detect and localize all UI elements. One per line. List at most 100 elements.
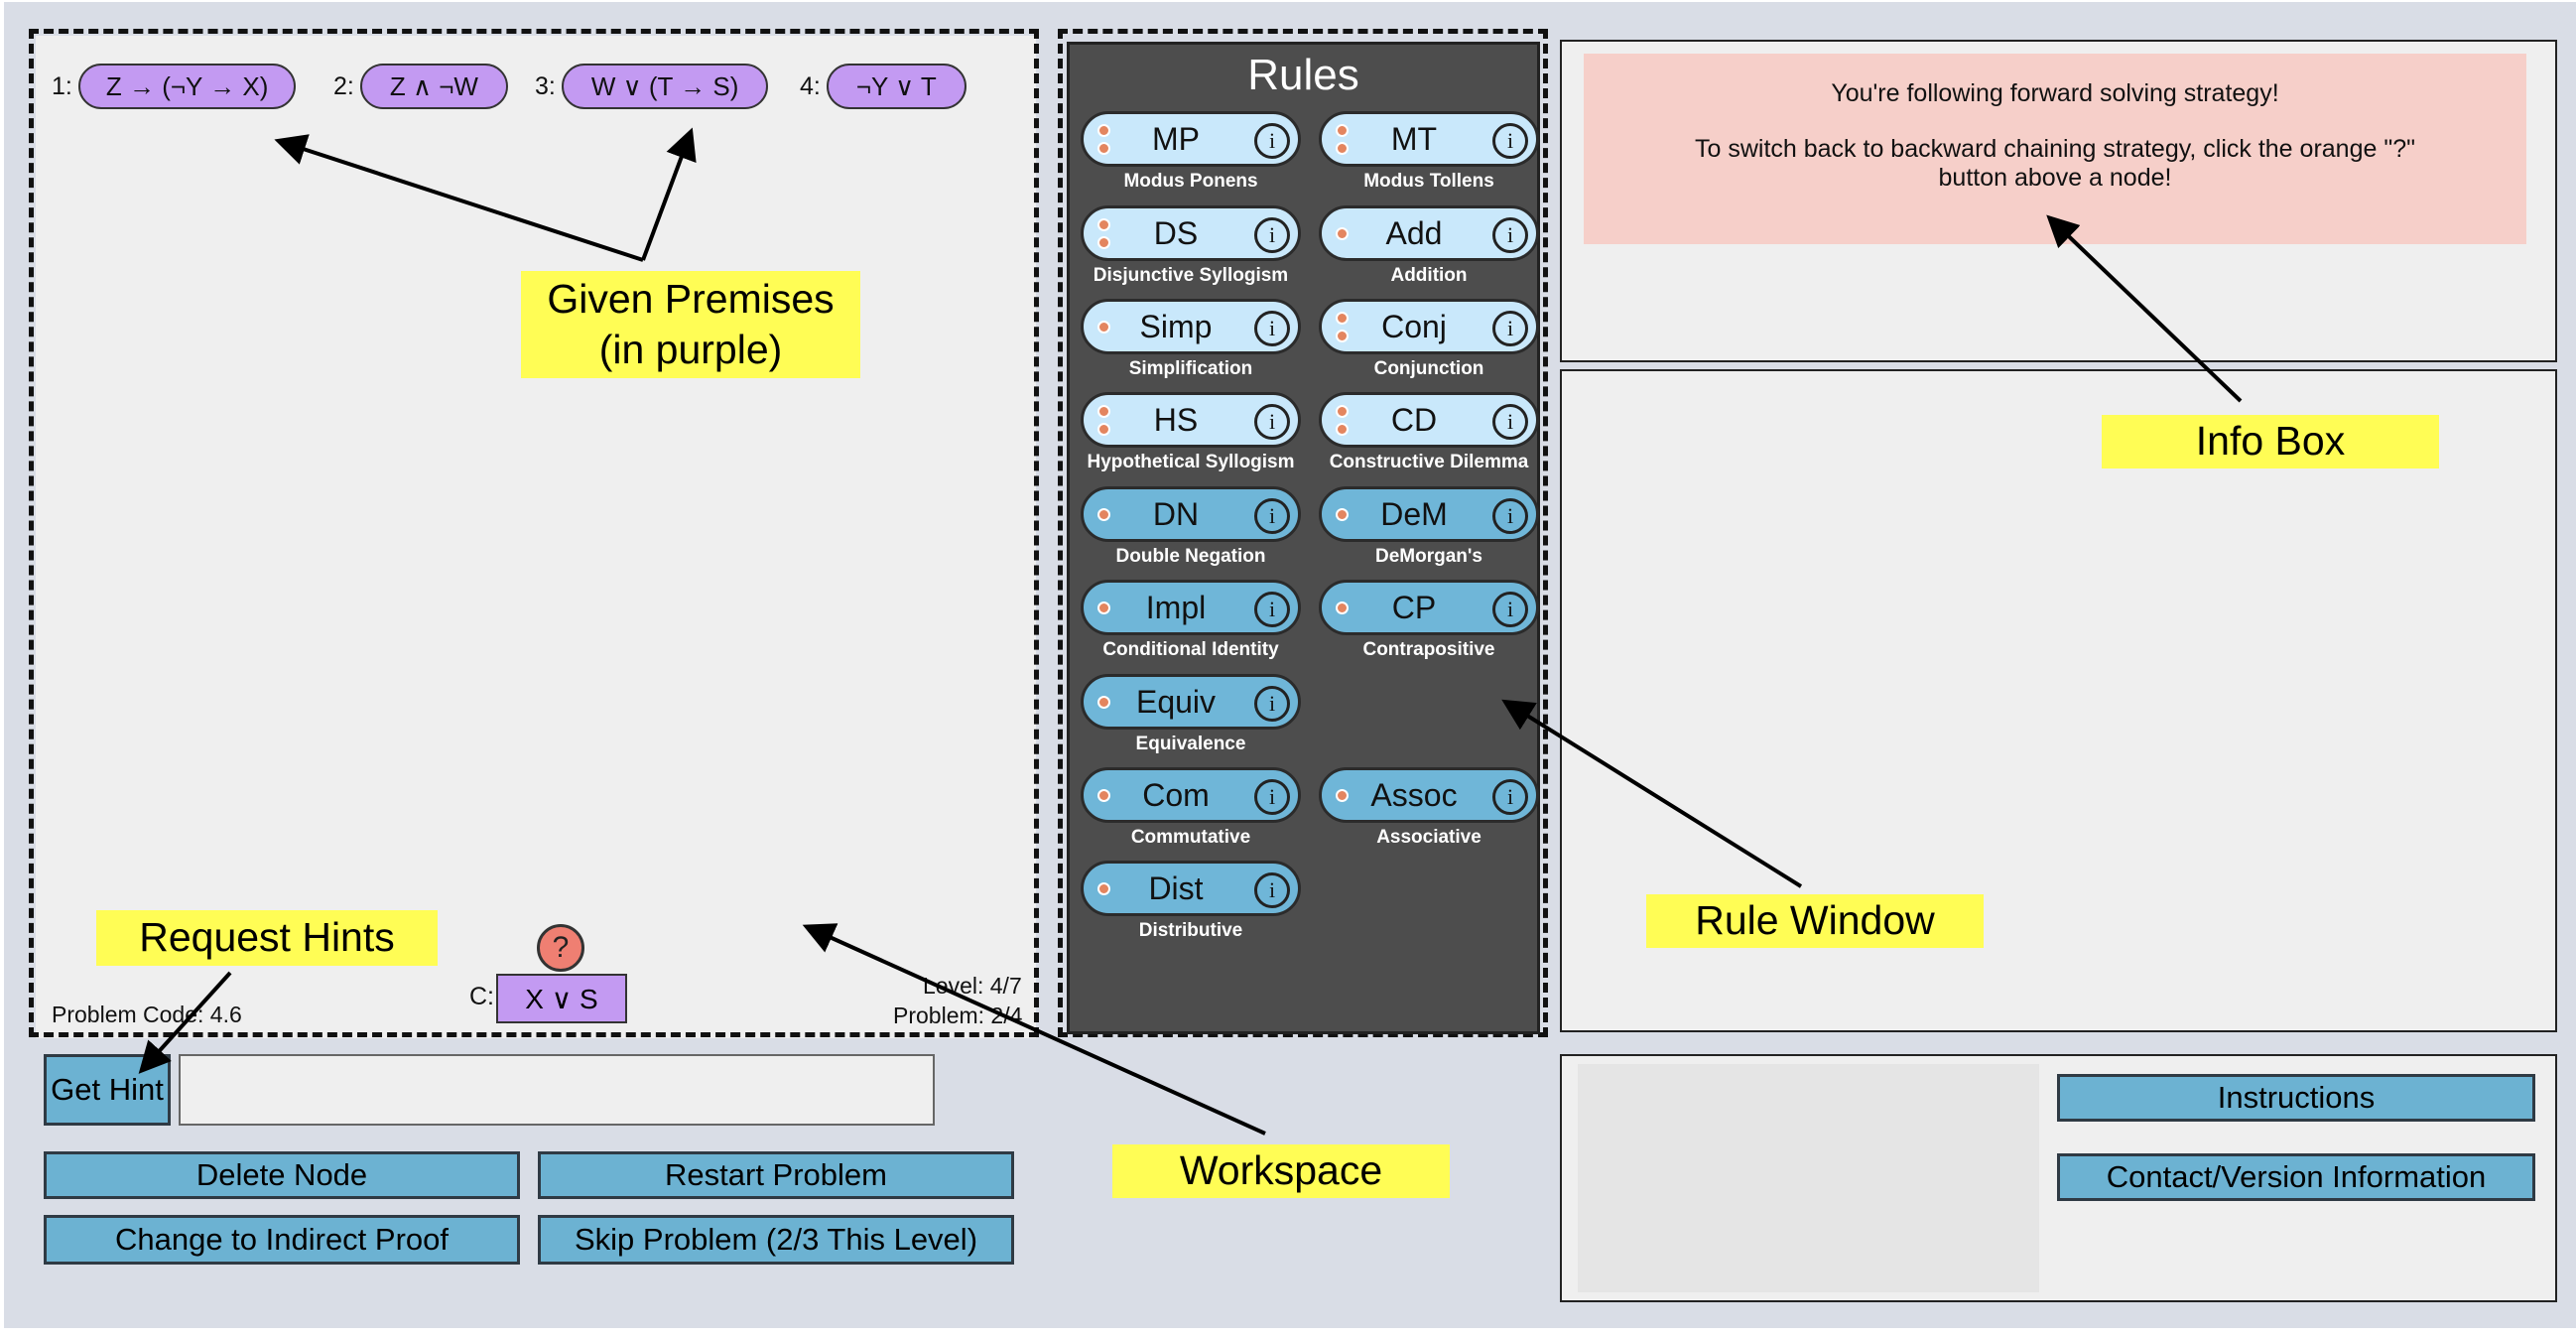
premise-number: 3: — [535, 71, 556, 100]
premise-number: 2: — [333, 71, 354, 100]
skip-problem-button[interactable]: Skip Problem (2/3 This Level) — [538, 1215, 1014, 1265]
instructions-button[interactable]: Instructions — [2057, 1074, 2535, 1122]
info-icon[interactable]: i — [1254, 592, 1290, 627]
premise-1[interactable]: 1: Z → (¬Y → X) — [52, 64, 297, 109]
rule-button[interactable]: MP i — [1081, 111, 1301, 167]
callout-request-hints: Request Hints — [96, 910, 438, 966]
rule-button[interactable]: Dist i — [1081, 861, 1301, 916]
premise-node[interactable]: Z ∧ ¬W — [359, 64, 508, 109]
input-dot-icon — [1097, 507, 1110, 521]
rule-button[interactable]: CD i — [1319, 392, 1539, 448]
info-icon[interactable]: i — [1254, 123, 1290, 159]
rule-abbr: DN — [1152, 495, 1200, 532]
rule-input-dots — [1336, 302, 1349, 351]
input-dot-icon — [1336, 507, 1349, 521]
info-icon[interactable]: i — [1492, 217, 1528, 253]
premise-node[interactable]: W ∨ (T → S) — [561, 64, 769, 109]
info-icon[interactable]: i — [1492, 592, 1528, 627]
info-icon[interactable]: i — [1492, 779, 1528, 815]
rule-input-dots — [1336, 114, 1349, 164]
rule-abbr: MP — [1152, 120, 1200, 157]
rule-button[interactable]: CP i — [1319, 580, 1539, 635]
contact-version-button[interactable]: Contact/Version Information — [2057, 1153, 2535, 1201]
rule-abbr: CP — [1391, 589, 1437, 625]
delete-node-button[interactable]: Delete Node — [44, 1151, 520, 1199]
rule-abbr: HS — [1153, 401, 1199, 438]
rule-abbr: Dist — [1148, 870, 1204, 906]
restart-problem-button[interactable]: Restart Problem — [538, 1151, 1014, 1199]
rule-input-dots — [1097, 395, 1110, 445]
premise-3[interactable]: 3: W ∨ (T → S) — [535, 64, 769, 109]
rule-abbr: DS — [1153, 214, 1199, 251]
rule-button[interactable]: DS i — [1081, 205, 1301, 261]
premise-2[interactable]: 2: Z ∧ ¬W — [333, 64, 508, 109]
rules-title: Rules — [1247, 51, 1359, 99]
info-icon[interactable]: i — [1492, 404, 1528, 440]
premise-node[interactable]: ¬Y ∨ T — [826, 64, 966, 109]
rule-abbr: Simp — [1139, 308, 1213, 344]
info-icon[interactable]: i — [1254, 217, 1290, 253]
premise-4[interactable]: 4: ¬Y ∨ T — [800, 64, 966, 109]
info-icon[interactable]: i — [1492, 498, 1528, 534]
input-dot-icon — [1336, 123, 1349, 137]
input-dot-icon — [1097, 601, 1110, 614]
premise-node[interactable]: Z → (¬Y → X) — [77, 64, 297, 109]
info-icon[interactable]: i — [1254, 872, 1290, 908]
info-icon[interactable]: i — [1254, 311, 1290, 346]
input-dot-icon — [1336, 226, 1349, 240]
arrow-given-premises-left — [274, 134, 644, 262]
rule-full-name: Constructive Dilemma — [1329, 452, 1529, 472]
info-icon[interactable]: i — [1492, 123, 1528, 159]
rule-abbr: Add — [1385, 214, 1443, 251]
change-to-indirect-proof-button[interactable]: Change to Indirect Proof — [44, 1215, 520, 1265]
info-icon[interactable]: i — [1254, 779, 1290, 815]
rule-abbr: Assoc — [1370, 776, 1458, 813]
info-icon[interactable]: i — [1254, 498, 1290, 534]
rule-full-name: Modus Tollens — [1363, 171, 1494, 192]
rule-button[interactable]: Add i — [1319, 205, 1539, 261]
rule-input-dots — [1097, 114, 1110, 164]
info-icon[interactable]: i — [1492, 311, 1528, 346]
info-line-2: To switch back to backward chaining stra… — [1695, 134, 2415, 192]
workspace-panel[interactable] — [36, 36, 1036, 1038]
rule-button[interactable]: Simp i — [1081, 299, 1301, 354]
input-dot-icon — [1097, 217, 1110, 231]
rule-full-name: Modus Ponens — [1123, 171, 1258, 192]
rule-input-dots — [1336, 489, 1349, 539]
conclusion-hint-button[interactable]: ? — [537, 924, 584, 972]
info-icon[interactable]: i — [1254, 686, 1290, 722]
rule-button[interactable]: HS i — [1081, 392, 1301, 448]
rule-abbr: CD — [1390, 401, 1438, 438]
info-icon[interactable]: i — [1254, 404, 1290, 440]
conclusion-label: C: — [469, 983, 494, 1010]
rule-full-name: Addition — [1390, 265, 1468, 286]
input-dot-icon — [1097, 235, 1110, 249]
rule-button[interactable]: DN i — [1081, 486, 1301, 542]
hint-output-field[interactable] — [179, 1054, 935, 1126]
rule-full-name: Conditional Identity — [1102, 639, 1279, 660]
conclusion-node[interactable]: X ∨ S — [496, 974, 627, 1023]
